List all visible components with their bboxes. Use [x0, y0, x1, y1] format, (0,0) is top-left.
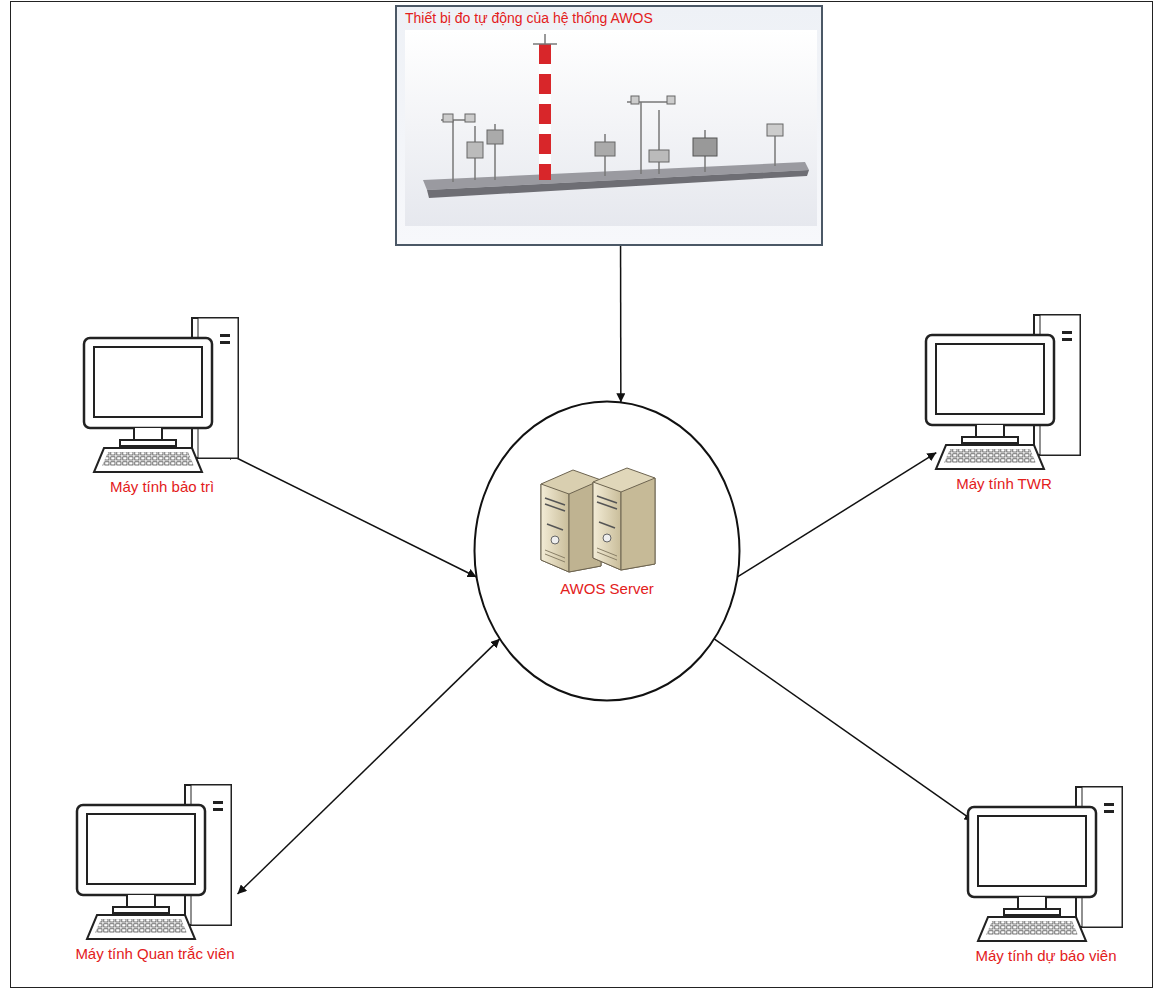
- computer-node: Máy tính dự báo viên: [964, 785, 1129, 964]
- node-label: Máy tính TWR: [956, 475, 1052, 492]
- server-ellipse: AWOS Server: [473, 400, 741, 702]
- node-label: AWOS Server: [473, 580, 741, 597]
- computer-node: Máy tính TWR: [922, 313, 1087, 492]
- server-icon: [533, 464, 683, 574]
- node-label: Thiết bị đo tự động của hệ thống AWOS: [405, 10, 813, 26]
- computer-node: Máy tính bảo trì: [80, 316, 245, 495]
- connector-arrow: [225, 452, 477, 577]
- connector-arrow: [714, 639, 973, 821]
- connector-arrow: [238, 639, 500, 894]
- computer-icon: [73, 783, 238, 943]
- computer-icon: [964, 785, 1129, 945]
- node-label: Máy tính bảo trì: [110, 478, 214, 495]
- connector-arrow: [620, 246, 622, 402]
- connector-arrow: [737, 453, 936, 577]
- equipment-box: Thiết bị đo tự động của hệ thống AWOS: [395, 5, 823, 246]
- computer-node: Máy tính Quan trắc viên: [73, 783, 238, 962]
- awos-sensor-illustration: [405, 30, 817, 226]
- computer-icon: [80, 316, 245, 476]
- node-label: Máy tính dự báo viên: [976, 947, 1117, 964]
- computer-icon: [922, 313, 1087, 473]
- node-label: Máy tính Quan trắc viên: [75, 945, 234, 962]
